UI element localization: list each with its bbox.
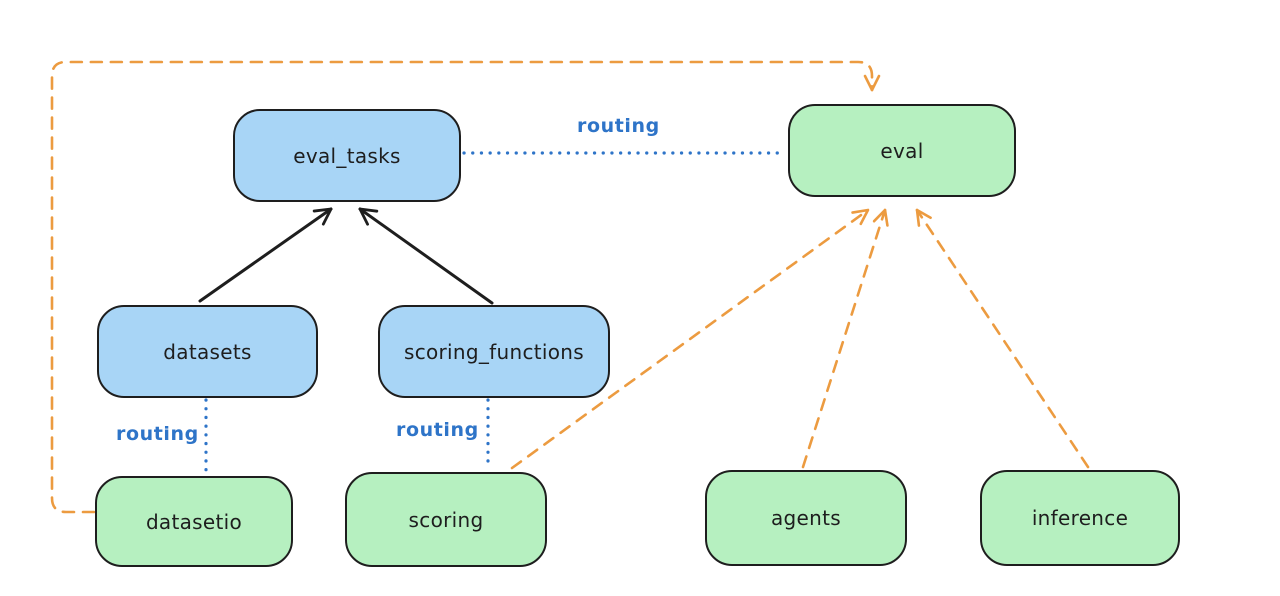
node-scoring: scoring	[345, 472, 547, 567]
edge-label-routing-eval-tasks-eval: routing	[577, 115, 660, 137]
node-agents: agents	[705, 470, 907, 566]
dashed-arrow-scoring-to-eval	[510, 208, 870, 470]
node-inference: inference	[980, 470, 1180, 566]
arrow-datasets-to-eval-tasks	[198, 207, 333, 303]
node-eval-tasks: eval_tasks	[233, 109, 461, 202]
dashed-arrow-agents-to-eval	[801, 208, 889, 469]
node-datasets: datasets	[97, 305, 318, 398]
node-datasets-label: datasets	[163, 339, 252, 364]
node-datasetio-label: datasetio	[145, 509, 243, 534]
node-eval-tasks-label: eval_tasks	[293, 143, 401, 168]
node-inference-label: inference	[1031, 506, 1129, 530]
node-scoring-functions: scoring_functions	[378, 305, 610, 398]
node-eval: eval	[788, 104, 1016, 197]
edge-label-routing-scoring-functions-scoring: routing	[396, 419, 479, 441]
node-datasetio: datasetio	[95, 476, 293, 567]
dashed-arrow-inference-to-eval	[915, 208, 1090, 469]
node-eval-label: eval	[880, 138, 924, 163]
arrow-scoring-functions-to-eval-tasks	[358, 207, 494, 305]
edge-label-routing-datasets-datasetio: routing	[116, 423, 199, 445]
node-scoring-functions-label: scoring_functions	[403, 339, 585, 364]
node-agents-label: agents	[771, 506, 841, 530]
node-scoring-label: scoring	[408, 507, 484, 532]
dashed-arrow-datasetio-to-eval	[50, 60, 881, 514]
